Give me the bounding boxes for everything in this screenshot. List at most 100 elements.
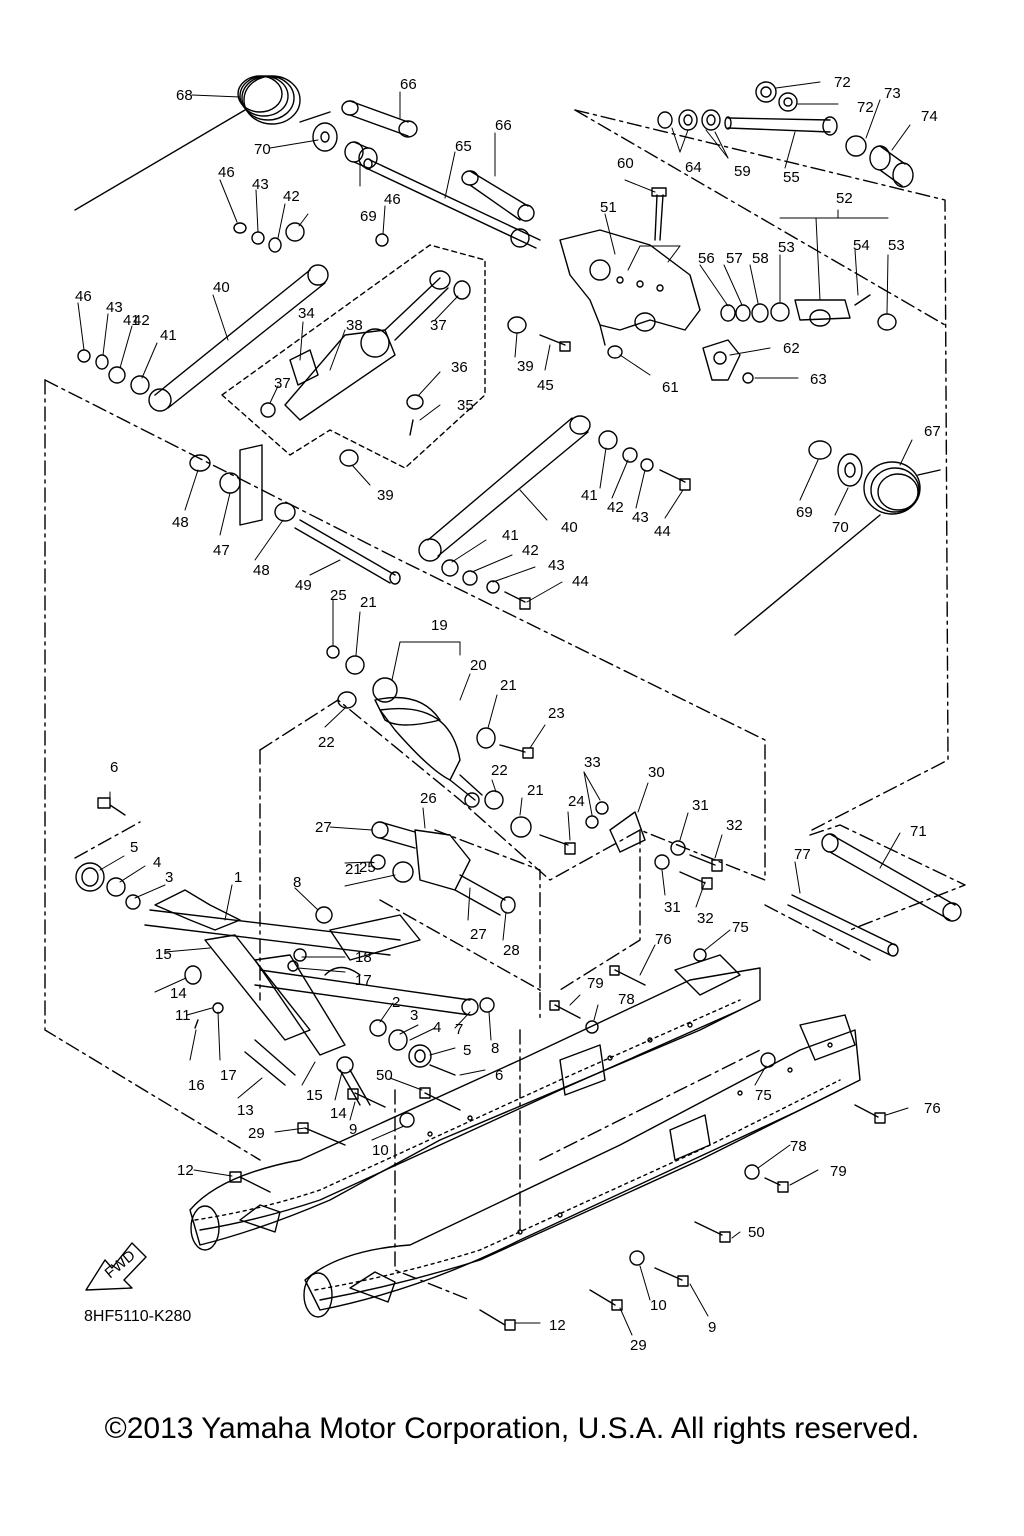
callout-label: 58 <box>752 250 769 267</box>
callout-label: 76 <box>924 1100 941 1117</box>
link-40-left <box>148 264 329 412</box>
callout-label: 6 <box>110 759 118 776</box>
callout-label: 39 <box>377 487 394 504</box>
callout-label: 39 <box>517 358 534 375</box>
slide-rail-upper <box>189 954 761 1251</box>
callout-label: 14 <box>330 1105 347 1122</box>
callout-label: 74 <box>921 108 938 125</box>
callout-label: 13 <box>237 1102 254 1119</box>
callout-label: 53 <box>888 237 905 254</box>
callout-label: 2 <box>392 994 400 1011</box>
callout-label: 28 <box>503 942 520 959</box>
callout-label: 11 <box>175 1007 191 1024</box>
callout-label: 78 <box>618 991 635 1008</box>
callout-label: 55 <box>783 169 800 186</box>
callout-label: 70 <box>254 141 271 158</box>
callout-label: 15 <box>306 1087 323 1104</box>
callout-label: 75 <box>755 1087 772 1104</box>
callout-label: 42 <box>522 542 539 559</box>
callout-label: 63 <box>810 371 827 388</box>
diagram-part-code: 8HF5110-K280 <box>84 1308 192 1325</box>
callout-label: 70 <box>832 519 849 536</box>
callout-label: 50 <box>748 1224 765 1241</box>
callout-label: 48 <box>253 562 270 579</box>
callout-label: 62 <box>783 340 800 357</box>
callout-label: 25 <box>359 859 376 876</box>
shock-19 <box>372 677 483 808</box>
torsion-spring-left <box>74 75 331 211</box>
callout-label: 41 <box>160 327 177 344</box>
callout-label: 50 <box>376 1067 393 1084</box>
callout-label: 8 <box>293 874 301 891</box>
callout-label: 27 <box>315 819 332 836</box>
callout-label: 48 <box>172 514 189 531</box>
fwd-label: FWD <box>102 1247 139 1282</box>
callout-label: 54 <box>853 237 870 254</box>
callout-label: 69 <box>360 208 377 225</box>
callout-label: 57 <box>726 250 743 267</box>
callout-label: 3 <box>410 1007 418 1024</box>
callout-label: 66 <box>495 117 512 134</box>
callout-label: 43 <box>632 509 649 526</box>
callout-label: 7 <box>455 1021 463 1038</box>
copyright-notice: ©2013 Yamaha Motor Corporation, U.S.A. A… <box>104 1412 920 1445</box>
callout-label: 45 <box>537 377 554 394</box>
callout-labels: 1233445566788991010111212131414151516171… <box>75 74 941 1354</box>
callout-label: 10 <box>650 1297 667 1314</box>
callout-label: 23 <box>548 705 565 722</box>
torsion-spring-right <box>734 461 941 636</box>
callout-label: 69 <box>796 504 813 521</box>
callout-label: 18 <box>355 949 372 966</box>
callout-label: 53 <box>778 239 795 256</box>
callout-label: 1 <box>234 869 242 886</box>
callout-label: 31 <box>692 797 709 814</box>
bracket-51 <box>559 229 701 346</box>
callout-label: 72 <box>857 99 874 116</box>
callout-label: 19 <box>431 617 448 634</box>
callout-label: 73 <box>884 85 901 102</box>
callout-label: 21 <box>345 861 362 878</box>
callout-label: 27 <box>470 926 487 943</box>
callout-label: 26 <box>420 790 437 807</box>
callout-label: 36 <box>451 359 468 376</box>
callout-label: 78 <box>790 1138 807 1155</box>
callout-label: 34 <box>298 305 315 322</box>
callout-label: 52 <box>836 190 853 207</box>
callout-label: 64 <box>685 159 702 176</box>
callout-label: 15 <box>155 946 172 963</box>
callout-label: 6 <box>495 1067 503 1084</box>
callout-label: 21 <box>500 677 517 694</box>
slide-rail-lower <box>303 1014 861 1318</box>
callout-label: 9 <box>349 1121 357 1138</box>
collar-66-a <box>341 100 418 138</box>
callout-label: 32 <box>697 910 714 927</box>
callout-label: 77 <box>794 846 811 863</box>
callout-label: 61 <box>662 379 679 396</box>
callout-label: 22 <box>318 734 335 751</box>
callout-label: 67 <box>924 423 941 440</box>
callout-label: 79 <box>587 975 604 992</box>
callout-label: 40 <box>561 519 578 536</box>
callout-label: 51 <box>600 199 617 216</box>
callout-label: 31 <box>664 899 681 916</box>
callout-label: 37 <box>274 375 291 392</box>
callout-label: 5 <box>463 1042 471 1059</box>
callout-label: 9 <box>708 1319 716 1336</box>
leader-lines <box>77 81 913 1336</box>
fwd-arrow-icon <box>85 1242 147 1291</box>
callout-label: 16 <box>188 1077 205 1094</box>
callout-label: 4 <box>153 854 161 871</box>
link-40-right <box>418 415 591 562</box>
callout-label: 41 <box>502 527 519 544</box>
callout-label: 17 <box>355 972 372 989</box>
callout-label: 30 <box>648 764 665 781</box>
damper-34 <box>284 270 451 421</box>
callout-label: 75 <box>732 919 749 936</box>
callout-label: 22 <box>491 762 508 779</box>
shaft-55 <box>724 116 838 136</box>
callout-label: 38 <box>346 317 363 334</box>
callout-label: 32 <box>726 817 743 834</box>
callout-label: 44 <box>572 573 589 590</box>
callout-label: 41 <box>123 312 140 329</box>
